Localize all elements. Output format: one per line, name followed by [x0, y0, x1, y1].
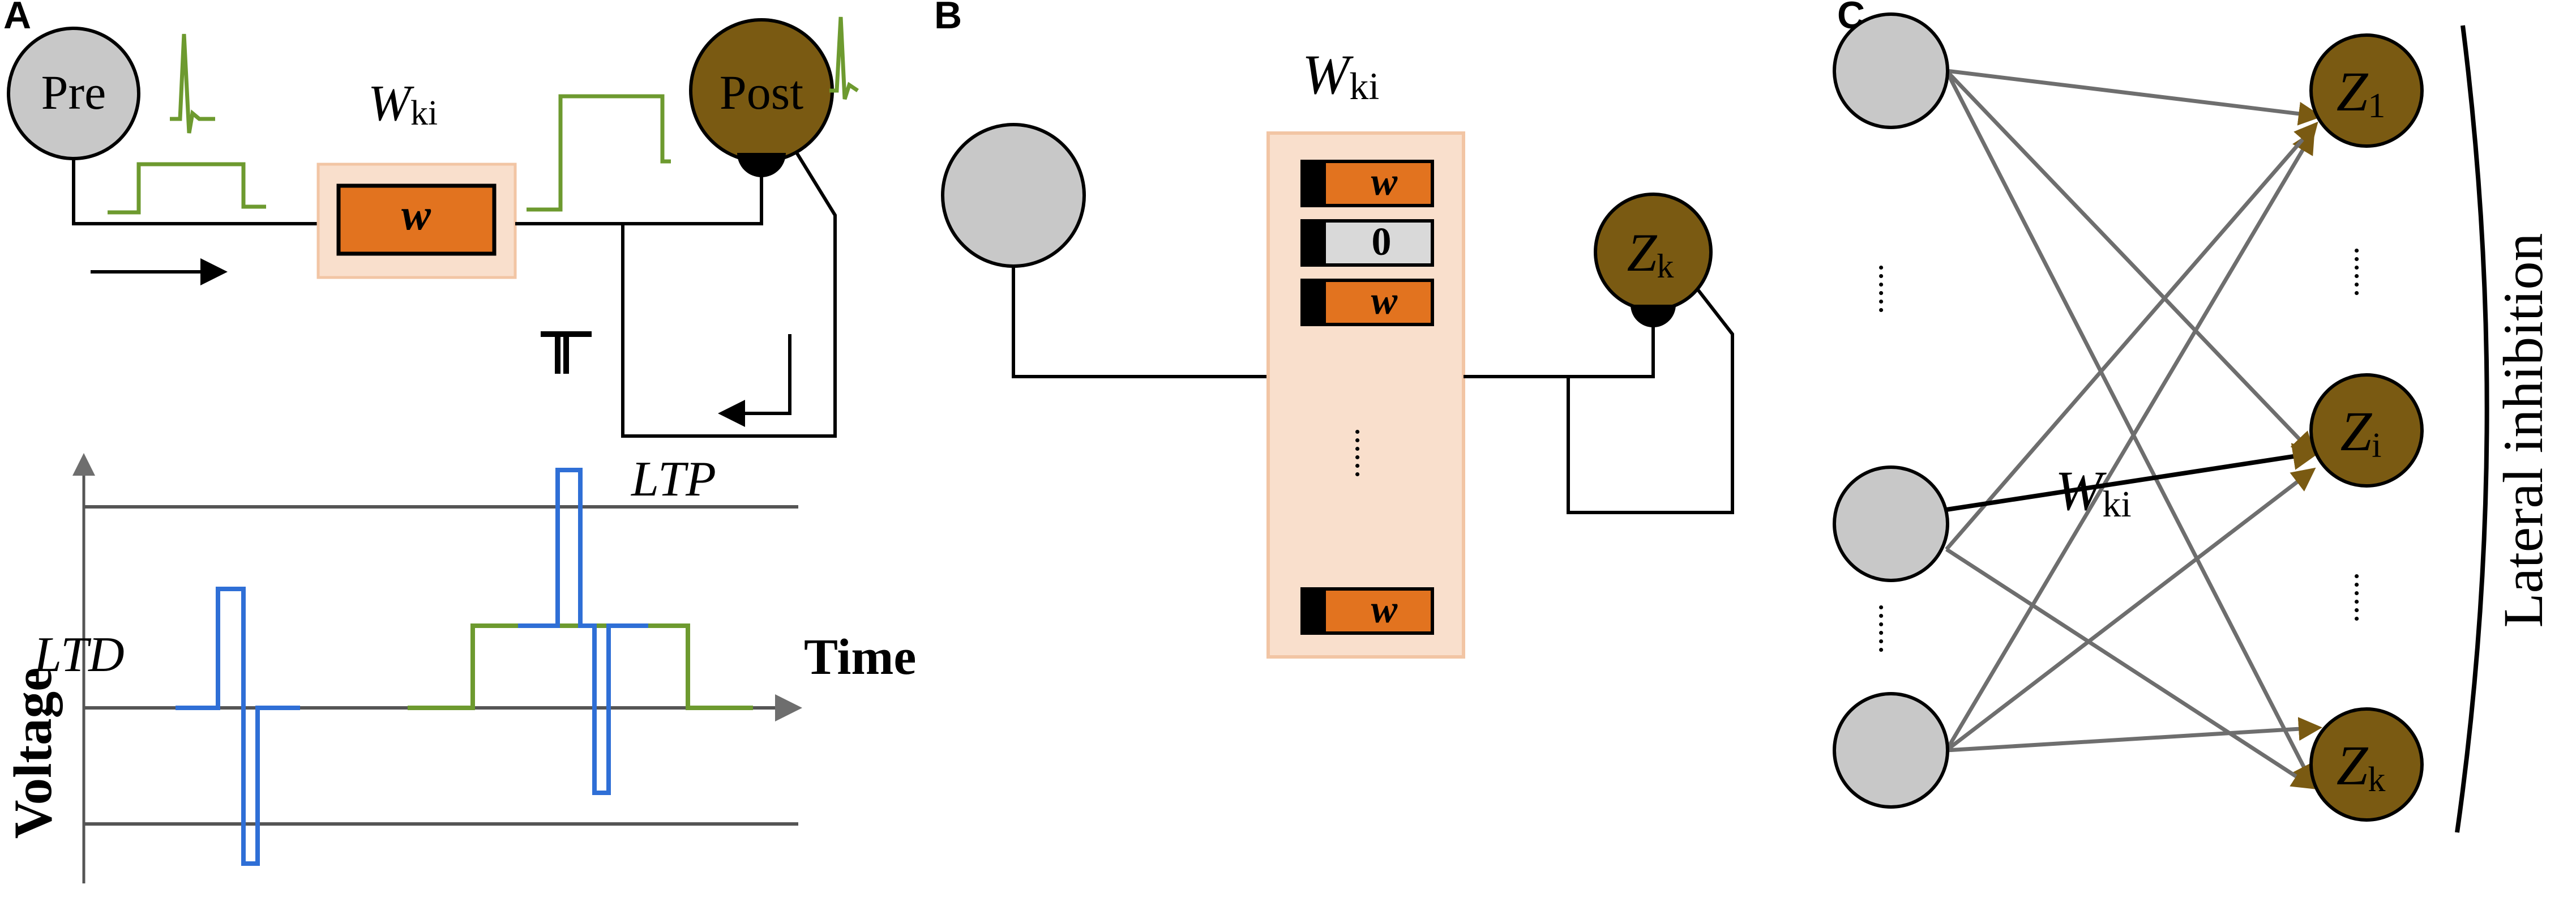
svg-text:w: w [1371, 160, 1398, 204]
feedback-arrow-a [718, 334, 791, 427]
svg-text:w: w [1371, 588, 1398, 631]
memristor-cell: w [1300, 279, 1434, 326]
memristor-cell: w [1300, 160, 1434, 207]
output-neuron-zk: Zk [2309, 707, 2424, 822]
cell-ellipsis: ...... [1349, 428, 1386, 479]
output-neuron-z1: Z1 [2309, 33, 2424, 148]
svg-text:Zk: Zk [2337, 734, 2386, 799]
input-neuron-c [1833, 12, 1949, 129]
output-neuron-b-label: Zk [1627, 223, 1674, 285]
post-neuron-soma [737, 153, 786, 177]
memristor-a-label: w [401, 190, 431, 239]
input-neuron-c [1833, 465, 1949, 582]
post-dendrite-wire [515, 164, 763, 225]
panel-c: C Wki ...... ...... Z1 Zi [1833, 0, 2554, 833]
input-ellipsis: ...... [1872, 603, 1910, 654]
output-neuron-zi: Zi [2309, 373, 2424, 488]
memristor-cell: w [1300, 587, 1434, 635]
input-neuron-b [941, 123, 1086, 268]
output-neuron-b-soma [1631, 305, 1676, 327]
inhibition-bracket [2455, 25, 2489, 833]
connections [1944, 69, 2322, 789]
output-wire-b [1464, 306, 1655, 378]
input-neuron-c [1833, 692, 1949, 809]
memristor-cell: 0 [1300, 219, 1434, 267]
output-ellipsis: ...... [2348, 572, 2385, 623]
ltp-label: LTP [630, 452, 716, 507]
lateral-inhibition-label: Lateral inhibition [2492, 233, 2554, 627]
pre-spike [170, 33, 215, 134]
post-pulse [527, 94, 671, 212]
feedback-loop-b [1567, 282, 1734, 514]
svg-text:w: w [1371, 279, 1398, 323]
pre-pulse [108, 162, 266, 215]
output-ellipsis: ...... [2348, 246, 2385, 297]
weight-label-a: Wki [368, 75, 438, 133]
panel-b-letter: B [934, 0, 962, 37]
panel-b: B Wki w 0 w ...... w Zk [934, 0, 1734, 659]
input-ellipsis: ...... [1872, 263, 1910, 314]
ltd-pulse [176, 587, 300, 866]
panel-a-letter: A [3, 0, 31, 37]
ltd-label: LTD [33, 627, 125, 682]
svg-text:0: 0 [1372, 220, 1392, 264]
highlighted-connection [1946, 443, 2320, 512]
svg-text:Zi: Zi [2340, 400, 2382, 465]
pre-axon-wire [72, 159, 326, 225]
y-axis-label: Voltage [3, 668, 63, 839]
ltp-pulse [518, 468, 648, 795]
svg-text:Z1: Z1 [2337, 60, 2386, 125]
pre-neuron-label: Pre [41, 65, 106, 119]
panel-a: A Pre Wki w Post [3, 0, 916, 883]
weight-label-b: Wki [1302, 43, 1379, 108]
feedback-loop-a [621, 140, 837, 438]
synapse-array-box [1266, 131, 1465, 659]
x-axis-label: Time [804, 629, 916, 685]
post-spike [829, 16, 859, 100]
post-neuron-label: Post [720, 65, 803, 119]
inhibit-pulse-symbol [541, 331, 592, 374]
plot-pre-pulse [408, 623, 753, 710]
weight-label-c: Wki [2055, 459, 2132, 525]
memristor-a [336, 183, 497, 256]
input-wire-b [1012, 266, 1268, 378]
